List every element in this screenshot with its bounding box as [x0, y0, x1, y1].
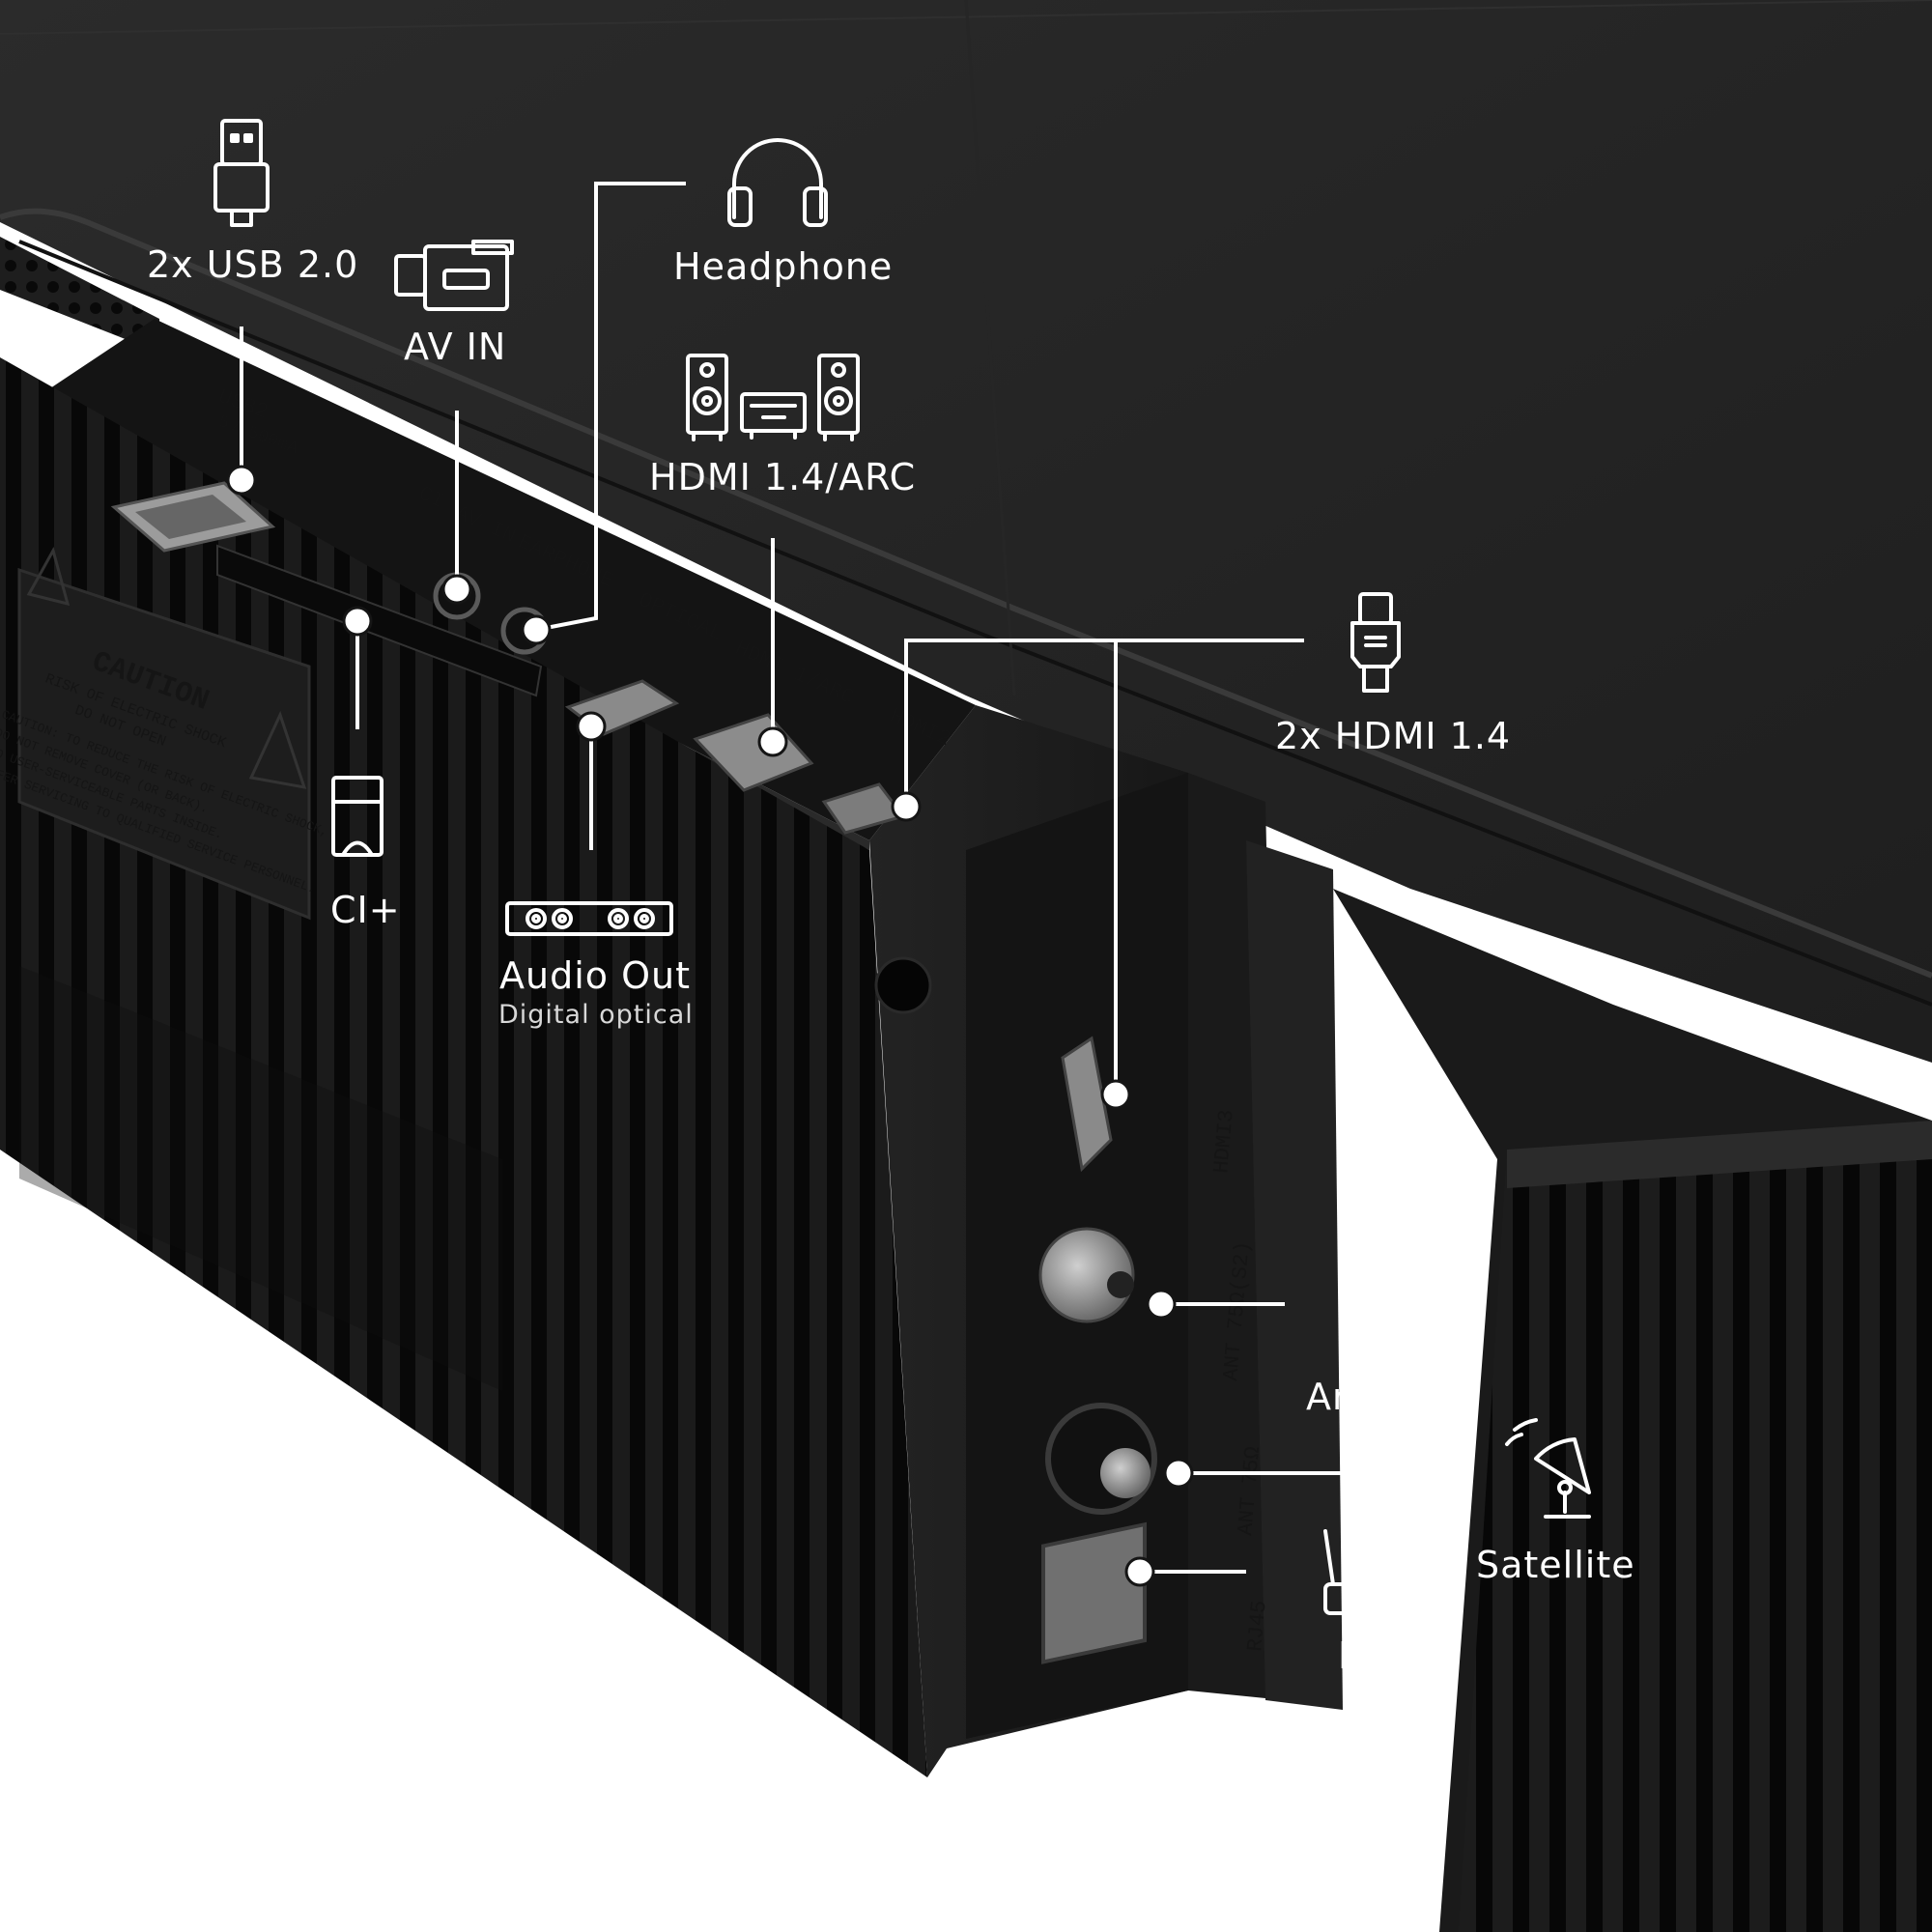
hdmi-plug-icon	[1350, 592, 1401, 693]
camcorder-icon	[394, 240, 514, 311]
lan-port	[1041, 1521, 1147, 1664]
headphone-label: Headphone	[673, 245, 894, 288]
usb-label: 2x USB 2.0	[147, 243, 359, 286]
satellite-connector	[1038, 1227, 1135, 1323]
av-in-label: AV IN	[404, 326, 507, 368]
antenna-label: Antenna	[1306, 1376, 1467, 1418]
audio-out-label: Audio Out	[499, 954, 691, 997]
hdmi-arc-label: HDMI 1.4/ARC	[649, 456, 917, 498]
hdmi3-port	[1061, 1036, 1113, 1173]
hdmi-2x-label: 2x HDMI 1.4	[1275, 715, 1512, 757]
antenna-plug-icon	[1346, 1246, 1439, 1340]
lan-label: LAN	[1338, 1634, 1415, 1677]
top-port-strip	[24, 319, 976, 840]
tv-back-cover	[0, 0, 1932, 1063]
audio-out-sublabel: Digital optical	[498, 1000, 694, 1030]
ci-card-icon	[331, 776, 384, 857]
home-theater-icon	[686, 354, 860, 441]
ci-slot	[216, 544, 543, 697]
callout-lines	[240, 182, 1454, 1574]
headphones-icon	[727, 138, 828, 227]
callout-dots	[226, 465, 1194, 1587]
usb-plug-icon	[213, 119, 270, 227]
optical-audio-icon	[505, 901, 673, 936]
usb-ports	[110, 481, 276, 553]
ci-label: CI+	[330, 889, 401, 931]
caution-label	[17, 567, 311, 921]
satellite-label: Satellite	[1476, 1544, 1635, 1586]
router-icon	[1323, 1529, 1438, 1615]
svg-text:RJ45: RJ45	[1243, 1600, 1272, 1653]
slatted-housing-right	[1459, 1150, 1932, 1932]
satellite-dish-icon	[1505, 1418, 1591, 1519]
svg-text:HDMI3: HDMI3	[1209, 1109, 1239, 1175]
screw-hole	[874, 956, 932, 1014]
